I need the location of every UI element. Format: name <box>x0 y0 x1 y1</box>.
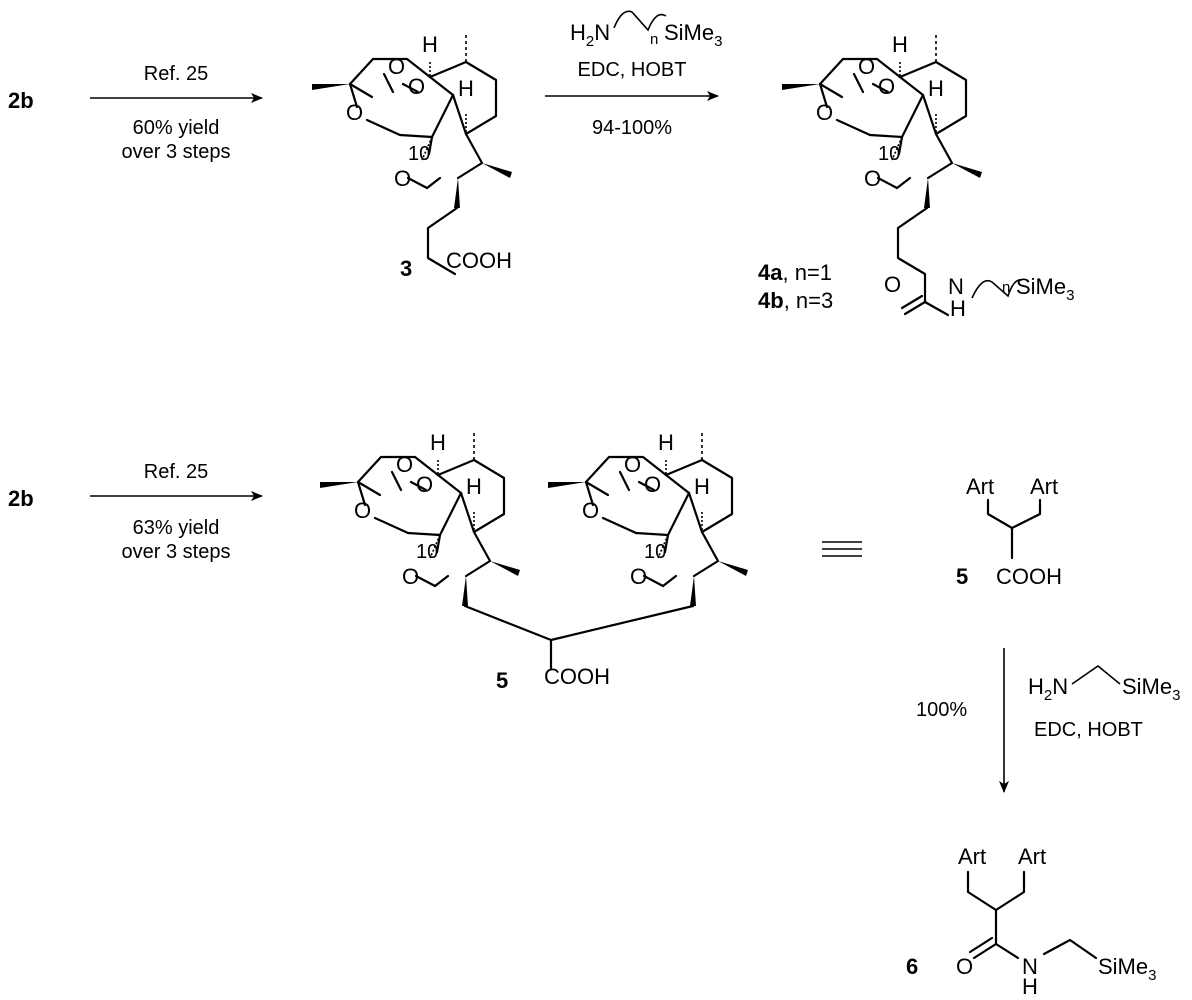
svg-text:SiMe3: SiMe3 <box>1122 674 1180 704</box>
c10-label-5r: 10 <box>644 541 666 563</box>
compound-5-simplified: Art Art 5 COOH <box>956 474 1062 589</box>
atom-h-fusion: H <box>458 76 474 101</box>
reagent-amine-1: H2N SiMe3 <box>1028 664 1180 704</box>
arrow3-yield: 63% yield <box>133 517 220 539</box>
reagent-amine-n: H2N n SiMe3 <box>570 10 722 50</box>
subscript-n-4: n <box>1002 279 1010 296</box>
atom-o4: O <box>630 564 647 589</box>
svg-text:SiMe3: SiMe3 <box>664 20 722 50</box>
arrow2-yield: 94-100% <box>592 117 672 139</box>
label-4a: 4a, n=1 <box>758 260 832 285</box>
atom-o4: O <box>402 564 419 589</box>
start-2b-row2: 2b <box>8 486 34 511</box>
atom-h-top: H <box>892 32 908 57</box>
atom-o1: O <box>396 452 413 477</box>
arrow3-steps: over 3 steps <box>122 541 231 563</box>
atom-o3: O <box>346 100 363 125</box>
atom-o2: O <box>416 472 433 497</box>
label-5-dimer: 5 <box>496 668 508 693</box>
label-3: 3 <box>400 256 412 281</box>
arrow1-steps: over 3 steps <box>122 141 231 163</box>
c10-label-5l: 10 <box>416 541 438 563</box>
arrow4-yield: 100% <box>916 699 967 721</box>
svg-text:COOH: COOH <box>996 564 1062 589</box>
atom-o4: O <box>864 166 881 191</box>
svg-text:O: O <box>956 954 973 979</box>
atom-h-fusion: H <box>694 474 710 499</box>
atom-h-top: H <box>422 32 438 57</box>
compound-6-structure: Art Art 6 O N H SiMe3 <box>906 844 1156 999</box>
atom-o2: O <box>644 472 661 497</box>
atom-o1: O <box>624 452 641 477</box>
arrow1-ref: Ref. 25 <box>144 63 208 85</box>
amide-n-4: N <box>948 274 964 299</box>
acid-3: COOH <box>446 248 512 273</box>
svg-text:H2N: H2N <box>570 20 610 50</box>
atom-h-fusion: H <box>928 76 944 101</box>
c10-label-3: 10 <box>408 143 430 165</box>
label-4b: 4b, n=3 <box>758 288 833 313</box>
arrow3-ref: Ref. 25 <box>144 461 208 483</box>
svg-text:Art: Art <box>1030 474 1058 499</box>
atom-o3: O <box>816 100 833 125</box>
atom-o3: O <box>582 498 599 523</box>
amide-h-4: H <box>950 296 966 321</box>
start-2b-row1: 2b <box>8 88 34 113</box>
arrow4-conditions: EDC, HOBT <box>1034 719 1143 741</box>
acid-5-dimer: COOH <box>544 664 610 689</box>
atom-o3: O <box>354 498 371 523</box>
compound-5-right-unit: H H O O O O <box>546 428 750 606</box>
atom-h-top: H <box>430 430 446 455</box>
atom-o1: O <box>858 54 875 79</box>
dimer-linker <box>463 604 695 670</box>
svg-text:Art: Art <box>966 474 994 499</box>
atom-o4: O <box>394 166 411 191</box>
svg-text:SiMe3: SiMe3 <box>1098 954 1156 984</box>
svg-text:6: 6 <box>906 954 918 979</box>
c10-label-4: 10 <box>878 143 900 165</box>
amide-o-4: O <box>884 272 901 297</box>
atom-o1: O <box>388 54 405 79</box>
atom-o2: O <box>878 74 895 99</box>
svg-text:Art: Art <box>1018 844 1046 869</box>
svg-text:Art: Art <box>958 844 986 869</box>
atom-o2: O <box>408 74 425 99</box>
arrow1-yield: 60% yield <box>133 117 220 139</box>
equivalence-sign <box>822 541 862 557</box>
arrow2-conditions: EDC, HOBT <box>578 59 687 81</box>
svg-text:H2N: H2N <box>1028 674 1068 704</box>
atom-h-top: H <box>658 430 674 455</box>
svg-text:n: n <box>650 31 658 48</box>
compound-3-structure: H H O O O O <box>310 30 514 276</box>
atom-h-fusion: H <box>466 474 482 499</box>
svg-text:H: H <box>1022 974 1038 999</box>
simet3-4: SiMe3 <box>1016 274 1074 304</box>
compound-4-structure: H H O O O O <box>780 30 1023 317</box>
svg-text:5: 5 <box>956 564 968 589</box>
compound-5-left-unit: H H O O O O <box>318 428 522 606</box>
svg-text:N: N <box>1022 954 1038 979</box>
